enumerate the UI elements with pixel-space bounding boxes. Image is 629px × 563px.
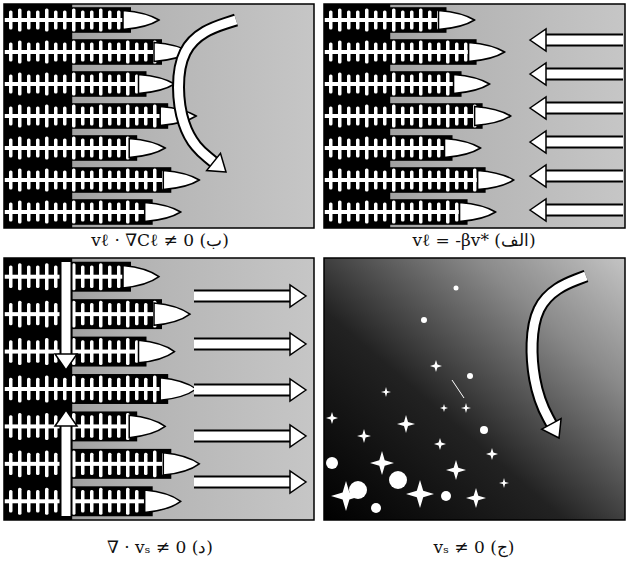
panel [324, 258, 625, 520]
panel [324, 4, 625, 228]
panel-caption: vℓ = -βv* (الف) [409, 230, 538, 250]
panel [4, 258, 314, 520]
panel-caption: vℓ · ∇Cℓ ≠ 0 (ب) [88, 230, 232, 250]
panel-caption: vₛ ≠ 0 (ج) [431, 537, 518, 557]
panel-caption: ∇ · vₛ ≠ 0 (د) [104, 537, 216, 557]
panel [4, 4, 314, 228]
